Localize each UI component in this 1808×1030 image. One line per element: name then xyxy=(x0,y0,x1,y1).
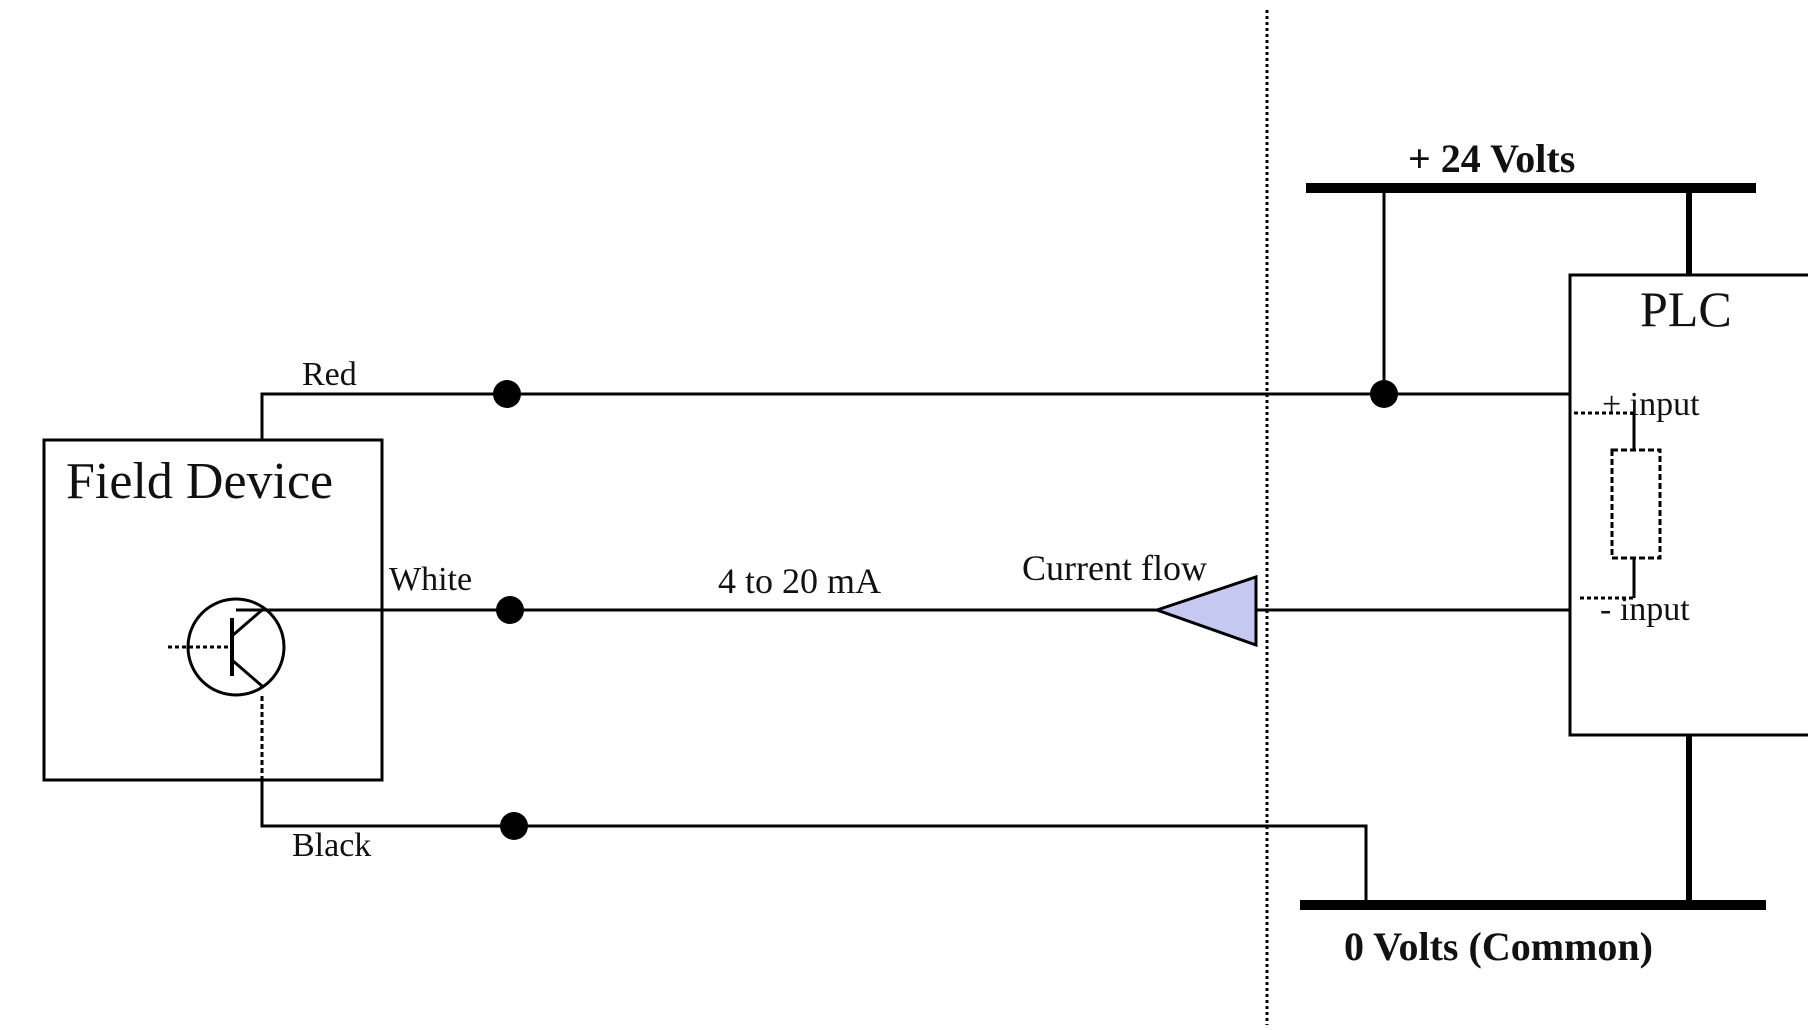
supply-bus-label: + 24 Volts xyxy=(1408,136,1575,181)
field-device-title: Field Device xyxy=(66,453,333,510)
plc-title: PLC xyxy=(1640,281,1732,337)
signal-range-label: 4 to 20 mA xyxy=(718,561,881,601)
red-wire xyxy=(260,392,1570,440)
resistor-icon xyxy=(1574,411,1662,600)
current-flow-label: Current flow xyxy=(1022,548,1207,588)
plus-input-label: + input xyxy=(1602,386,1700,423)
minus-input-label: - input xyxy=(1600,591,1690,628)
npn-transistor-icon xyxy=(168,597,382,780)
red-wire-terminal xyxy=(493,380,521,408)
plc-box xyxy=(1568,273,1808,737)
black-wire-label: Black xyxy=(292,827,371,864)
white-wire-label: White xyxy=(389,561,472,598)
common-bus-label: 0 Volts (Common) xyxy=(1344,924,1653,969)
black-wire-terminal xyxy=(500,812,528,840)
red-wire-label: Red xyxy=(302,356,357,393)
black-wire xyxy=(260,780,1368,905)
current-flow-arrow-icon xyxy=(1152,574,1258,648)
white-wire-terminal xyxy=(496,596,524,624)
